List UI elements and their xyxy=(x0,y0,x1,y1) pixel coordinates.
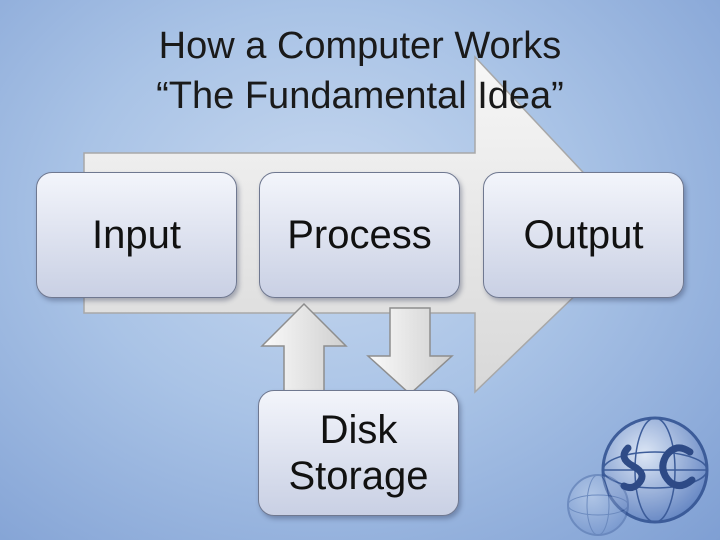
title-line-2: “The Fundamental Idea” xyxy=(156,75,564,117)
disk-storage-box: Disk Storage xyxy=(258,390,459,516)
output-box: Output xyxy=(483,172,684,298)
down-arrow xyxy=(366,307,454,396)
disk-label-line-1: Disk xyxy=(319,408,398,452)
process-label: Process xyxy=(287,213,432,257)
process-box: Process xyxy=(259,172,460,298)
disk-label-line-2: Storage xyxy=(288,454,429,498)
input-box: Input xyxy=(36,172,237,298)
input-label: Input xyxy=(92,213,181,257)
title-line-1: How a Computer Works xyxy=(158,25,562,67)
up-arrow xyxy=(260,302,348,393)
output-label: Output xyxy=(523,213,644,257)
